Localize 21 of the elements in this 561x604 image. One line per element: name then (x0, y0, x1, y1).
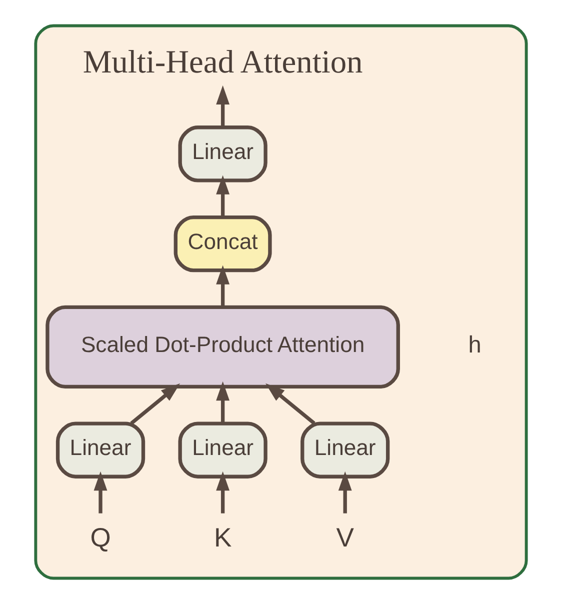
node-label: h (468, 332, 481, 358)
arrow (130, 383, 180, 425)
arrow (216, 175, 230, 218)
node-box: Linear (178, 126, 267, 182)
node-box: Linear (300, 422, 390, 478)
arrow (216, 85, 230, 128)
cluster (34, 24, 528, 580)
arrow (216, 381, 230, 424)
node-text: Multi-Head Attention (82, 44, 362, 80)
arrow (338, 471, 352, 514)
arrow (216, 265, 230, 307)
node-text: K (213, 522, 232, 552)
arrow (265, 383, 315, 425)
node-text: Q (90, 522, 110, 552)
node-box: Linear (55, 422, 145, 478)
node-box: Concat (173, 215, 272, 272)
arrow (216, 471, 230, 514)
node-text: V (336, 522, 354, 552)
arrow (93, 471, 107, 514)
node-box: Scaled Dot-Product Attention (45, 305, 400, 389)
node-box: Linear (178, 422, 267, 478)
